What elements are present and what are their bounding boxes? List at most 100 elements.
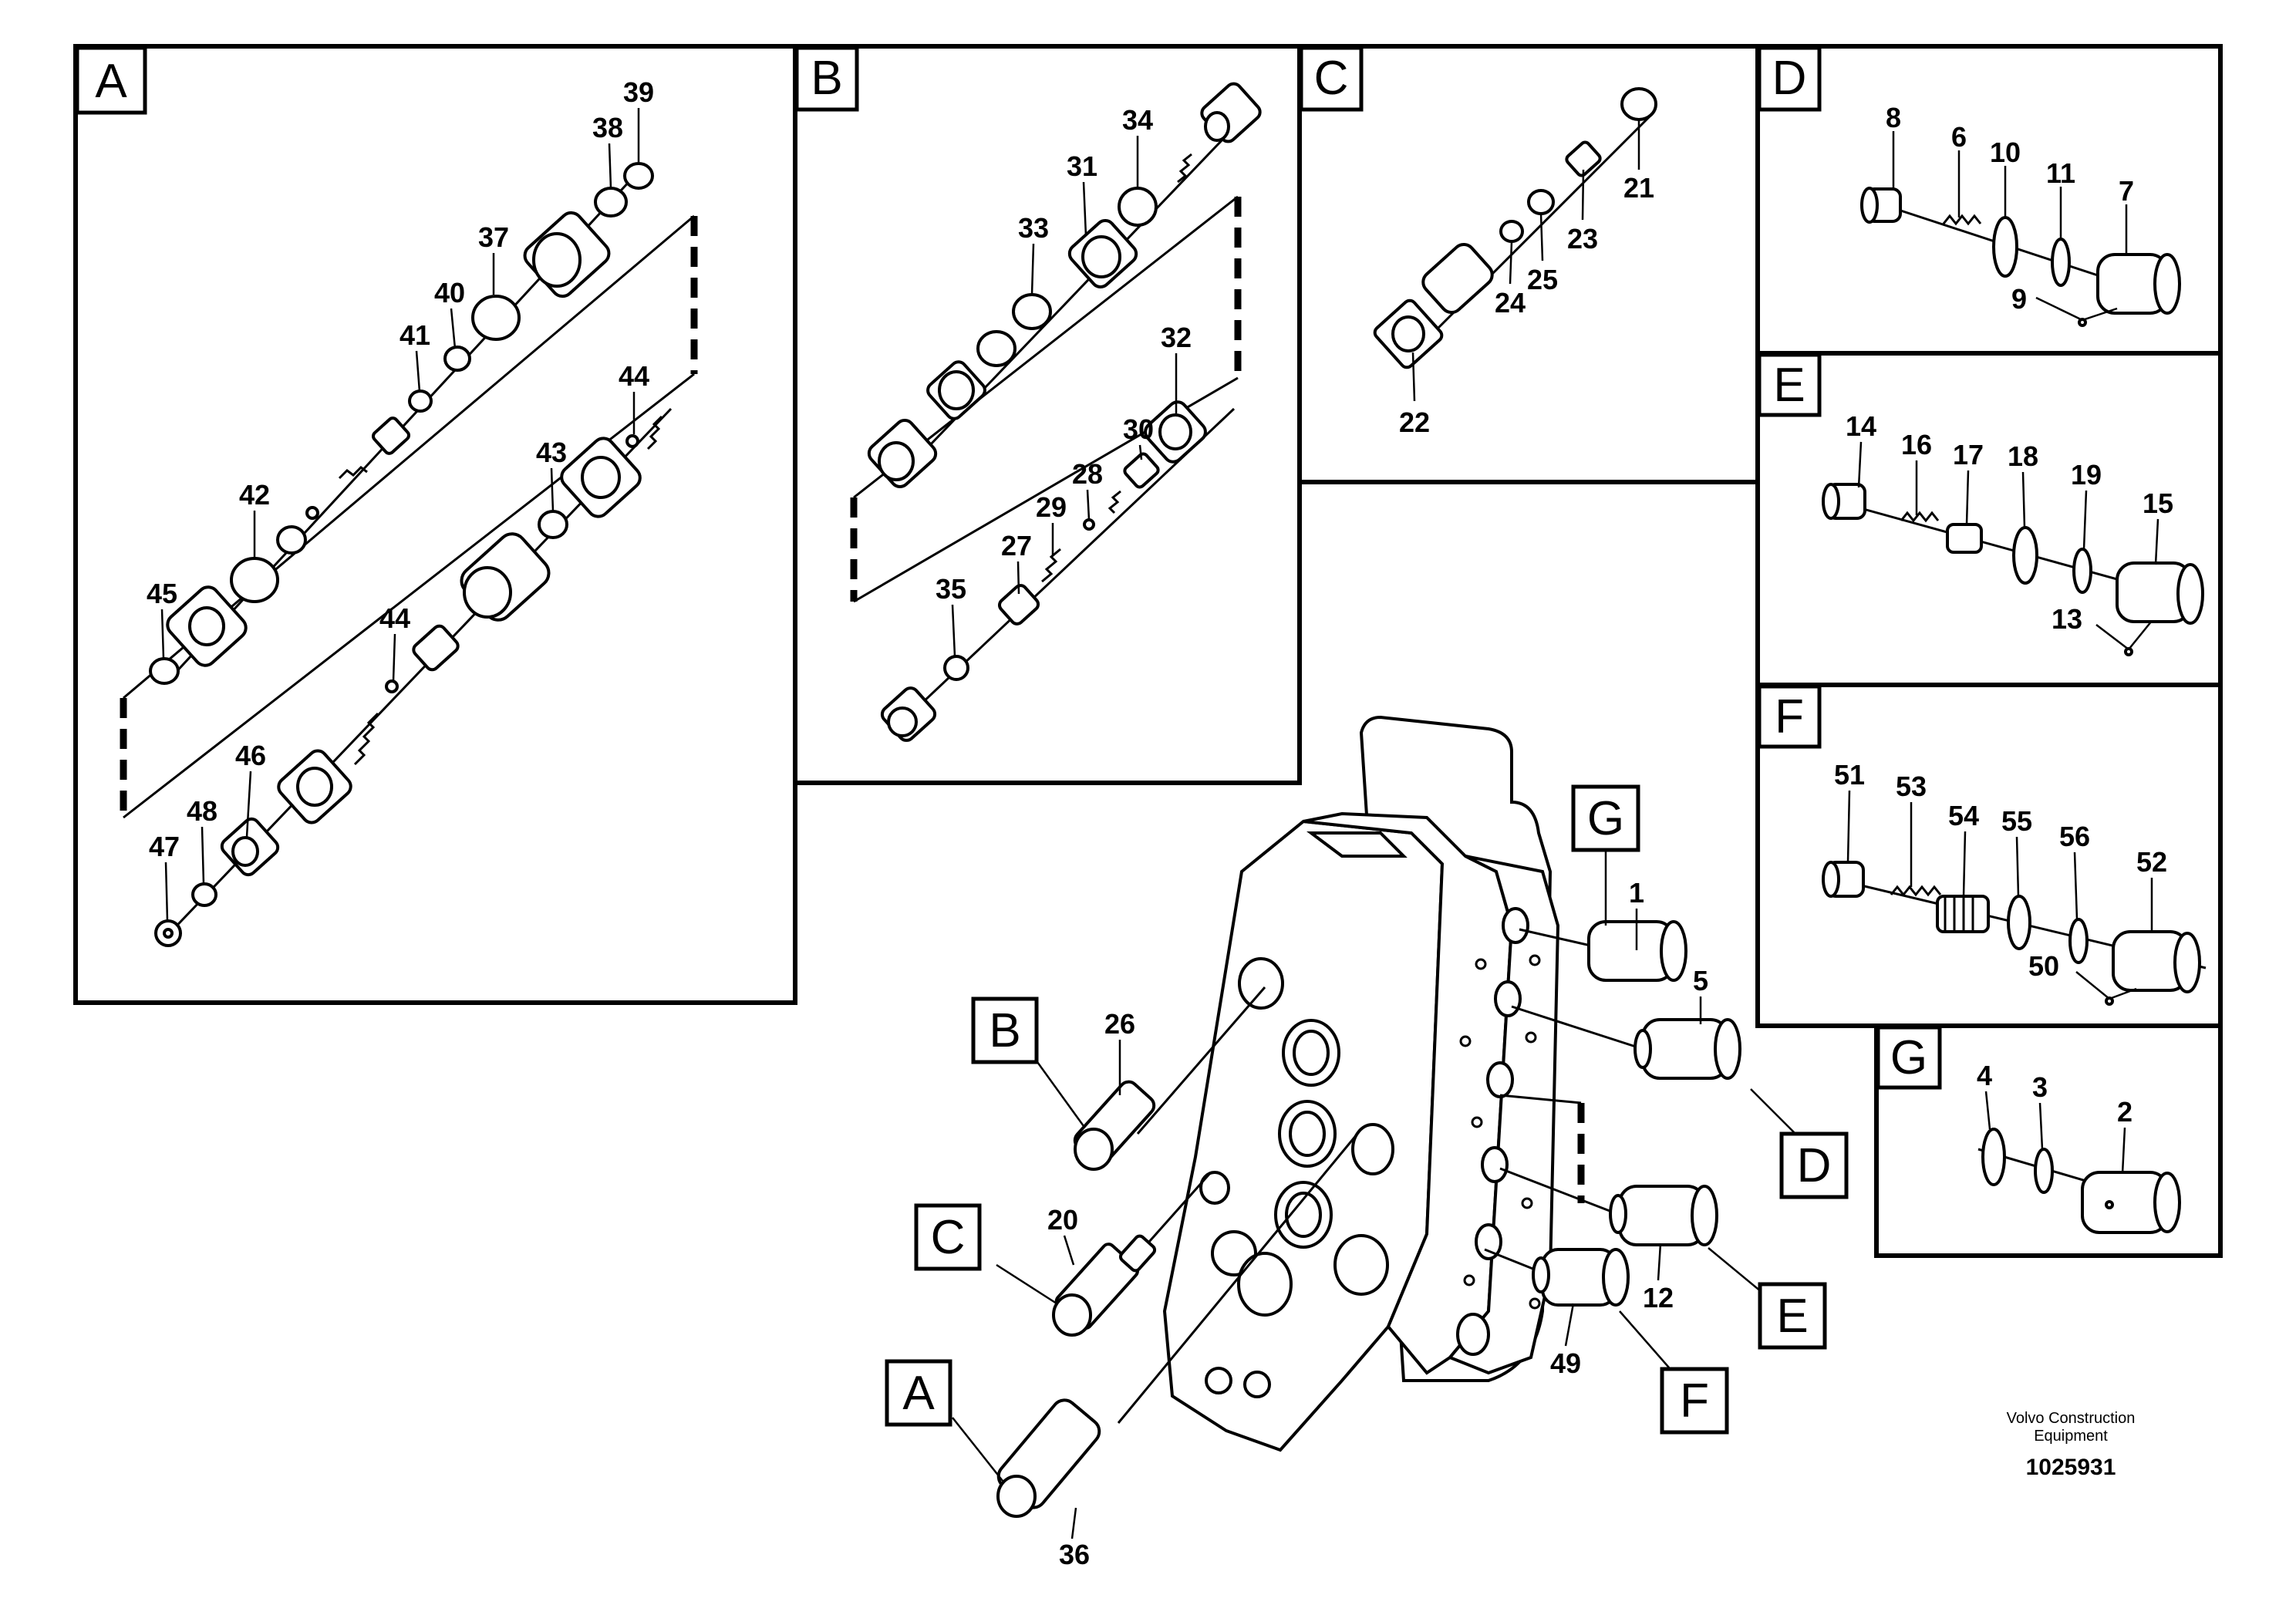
part-55-label: 55 [2001, 805, 2032, 837]
panel-f-callouts: 51 53 54 55 56 52 50 [1834, 759, 2167, 1006]
callout-d: D [1750, 1088, 1849, 1199]
svg-text:F: F [1680, 1374, 1709, 1428]
svg-text:G: G [1890, 1031, 1927, 1084]
svg-text:B: B [989, 1004, 1020, 1057]
part-51-label: 51 [1834, 759, 1865, 791]
part-44-upper-label: 44 [619, 360, 649, 392]
svg-text:A: A [95, 55, 127, 108]
part-56-label: 56 [2059, 821, 2090, 852]
part-45-label: 45 [147, 578, 177, 609]
panel-d-callouts: 8 6 10 11 7 9 [1886, 102, 2134, 327]
part-14-label: 14 [1846, 410, 1876, 442]
credit-line-1: Volvo Construction [2007, 1410, 2136, 1427]
panel-f-label: F [1757, 684, 1822, 749]
part-7-label: 7 [2119, 175, 2134, 207]
part-44-lower-label: 44 [379, 602, 410, 634]
callout-c: C [914, 1203, 1057, 1305]
part-22-label: 22 [1399, 406, 1430, 438]
part-23-label: 23 [1567, 223, 1598, 255]
part-17-label: 17 [1953, 439, 1984, 470]
control-valve-body [1162, 715, 1560, 1452]
part-30-label: 30 [1123, 413, 1154, 445]
callout-g: G [1571, 784, 1640, 926]
part-54-label: 54 [1948, 800, 1979, 831]
part-5-label: 5 [1693, 965, 1708, 996]
part-12-label: 12 [1643, 1282, 1674, 1313]
part-31-label: 31 [1067, 150, 1097, 182]
part-6-label: 6 [1951, 121, 1967, 153]
part-35-label: 35 [936, 573, 966, 605]
panel-c-callouts: 21 23 25 24 22 [1399, 120, 1654, 438]
svg-text:E: E [1776, 1290, 1808, 1343]
part-26-label: 26 [1104, 1008, 1135, 1040]
part-3-label: 3 [2032, 1071, 2048, 1103]
part-53-label: 53 [1896, 771, 1927, 802]
part-16-label: 16 [1901, 429, 1932, 460]
panel-g-frame [1874, 1023, 2223, 1258]
panel-a-callouts: 39 38 37 40 41 44 42 43 45 44 46 48 47 [147, 76, 654, 922]
panel-e-parts [1822, 483, 2204, 625]
part-4-label: 4 [1977, 1060, 1992, 1091]
part-28-label: 28 [1072, 458, 1103, 490]
main-view-cartridges [996, 920, 1741, 1518]
part-37-label: 37 [478, 221, 509, 253]
callout-e: E [1708, 1247, 1827, 1350]
panel-a-label: A [75, 46, 147, 115]
part-42-label: 42 [239, 479, 270, 511]
part-25-label: 25 [1527, 264, 1558, 295]
part-11-label: 11 [2046, 157, 2075, 189]
part-40-label: 40 [434, 277, 465, 309]
callout-f: F [1619, 1310, 1729, 1435]
part-27-label: 27 [1001, 530, 1032, 561]
part-48-label: 48 [187, 795, 217, 827]
svg-text:C: C [931, 1211, 966, 1264]
panel-b-parts [850, 82, 1262, 742]
part-39-label: 39 [623, 76, 654, 108]
panel-b-frame [793, 44, 1302, 785]
svg-text:C: C [1314, 52, 1349, 105]
panel-a-parts [120, 162, 698, 947]
svg-text:F: F [1775, 690, 1804, 744]
part-41-label: 41 [400, 319, 430, 351]
part-13-label: 13 [2052, 603, 2082, 635]
part-46-label: 46 [235, 740, 266, 771]
part-34-label: 34 [1122, 104, 1153, 136]
panel-c-label: C [1299, 46, 1364, 112]
part-18-label: 18 [2008, 440, 2038, 472]
part-32-label: 32 [1161, 322, 1192, 353]
panel-f-parts [1822, 861, 2207, 993]
callout-b: B [971, 996, 1085, 1127]
panel-g-label: G [1876, 1025, 1942, 1090]
part-33-label: 33 [1018, 212, 1049, 244]
part-10-label: 10 [1990, 137, 2021, 168]
part-8-label: 8 [1886, 102, 1901, 133]
part-21-label: 21 [1623, 172, 1654, 204]
credit-line-2: Equipment [2034, 1428, 2108, 1445]
panel-a-frame [73, 44, 797, 1005]
part-15-label: 15 [2143, 487, 2173, 519]
panel-g-callouts: 4 3 2 [1977, 1060, 2132, 1175]
part-49-label: 49 [1550, 1347, 1581, 1379]
part-36-label: 36 [1059, 1539, 1090, 1570]
part-50-label: 50 [2028, 950, 2059, 982]
panel-e-frame [1755, 351, 2223, 687]
part-43-label: 43 [536, 437, 567, 468]
main-view-number-callouts: 26 20 36 1 5 12 49 [1047, 877, 1708, 1570]
panel-b-callouts: 34 31 33 32 30 28 29 27 35 [936, 104, 1192, 657]
part-38-label: 38 [592, 112, 623, 143]
part-1-label: 1 [1629, 877, 1644, 909]
panel-e-label: E [1757, 352, 1822, 417]
panel-g-parts [1977, 1128, 2181, 1234]
footer-credit: Volvo Construction Equipment 1025931 [2007, 1410, 2136, 1480]
panel-b-label: B [794, 46, 859, 112]
callout-a: A [885, 1359, 1003, 1482]
part-29-label: 29 [1036, 491, 1067, 523]
main-view-letter-callouts: B C A G D E F [885, 784, 1849, 1482]
document-number: 1025931 [2026, 1455, 2116, 1480]
part-52-label: 52 [2136, 846, 2167, 878]
panel-d-parts [1860, 187, 2181, 315]
panel-d-label: D [1757, 46, 1822, 112]
part-20-label: 20 [1047, 1204, 1078, 1236]
part-9-label: 9 [2011, 283, 2027, 315]
part-2-label: 2 [2117, 1096, 2132, 1128]
